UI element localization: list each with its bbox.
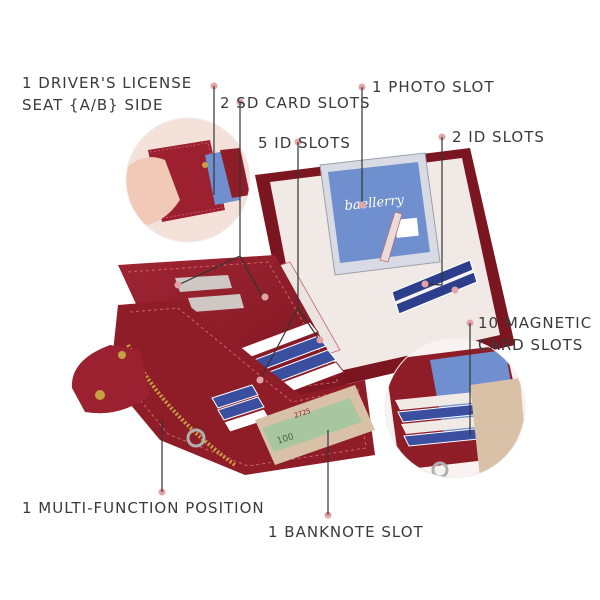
label-multi-function: 1 MULTI-FUNCTION POSITION [22,499,265,517]
photo-window: baellerry [319,152,441,276]
label-sd-card-slots: 2 SD CARD SLOTS [220,94,371,112]
label-drivers-license-line2: SEAT {A/B} SIDE [22,96,164,114]
inset-drivers-license [125,117,251,243]
label-drivers-license-line1: 1 DRIVER'S LICENSE [22,74,193,92]
snap-tab [71,345,150,414]
label-magnetic-line2: CARD SLOTS [478,336,584,354]
brand-logo: baellerry [344,193,405,214]
label-magnetic-line1: 10 MAGNETIC [478,314,593,332]
label-2-id-slots: 2 ID SLOTS [452,128,545,146]
label-photo-slot: 1 PHOTO SLOT [372,78,495,96]
wallet-lower-body: 100 2725 [71,300,375,475]
wallet-main: baellerry [71,148,515,475]
leader-lines [158,82,474,519]
right-id-slots [379,211,478,315]
metal-ring [186,428,206,448]
label-banknote-slot: 1 BANKNOTE SLOT [268,523,424,541]
inset-magnetic-slots [384,337,526,479]
label-5-id-slots: 5 ID SLOTS [258,134,351,152]
snap-button [95,390,105,400]
